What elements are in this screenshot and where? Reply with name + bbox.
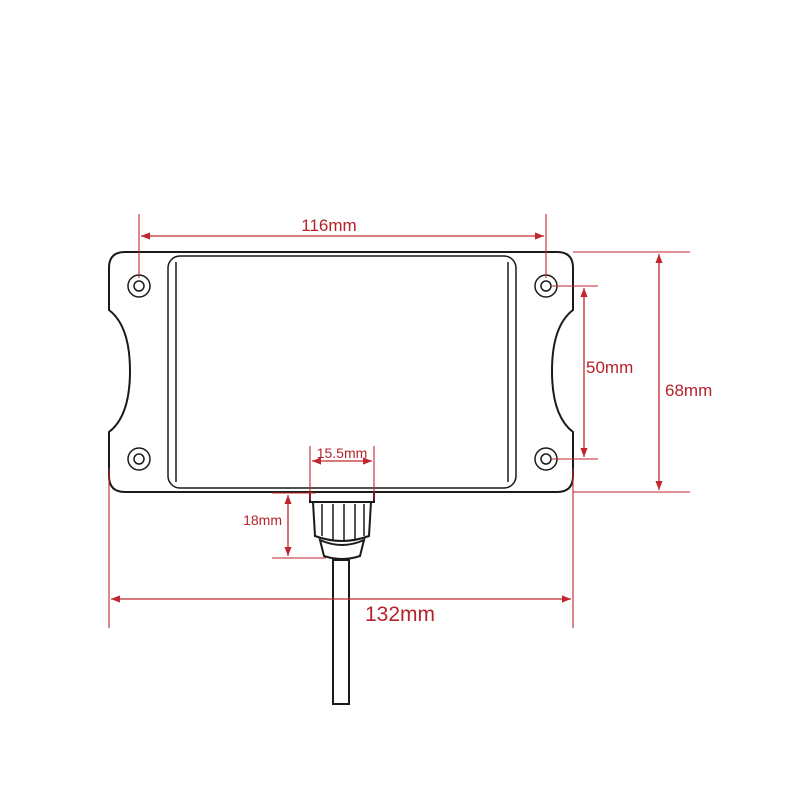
enclosure-outline — [108, 251, 574, 493]
dimension-68mm-label: 68mm — [665, 381, 712, 400]
dimension-116mm: 116mm — [138, 214, 547, 278]
cable-gland — [309, 491, 375, 560]
cable — [332, 559, 350, 705]
dimension-50mm: 50mm — [552, 285, 633, 460]
dimension-132mm-label: 132mm — [365, 603, 435, 626]
dimension-18mm: 18mm — [243, 492, 326, 559]
dimension-68mm: 68mm — [573, 251, 712, 493]
dimension-50mm-label: 50mm — [586, 358, 633, 377]
dimension-132mm: 132mm — [108, 468, 574, 628]
mount-hole-bottom-left — [127, 447, 151, 471]
dimension-15-5mm-label: 15.5mm — [317, 445, 368, 461]
dimension-116mm-label: 116mm — [301, 216, 356, 235]
dimension-15-5mm: 15.5mm — [309, 445, 375, 500]
dimension-18mm-label: 18mm — [243, 512, 282, 528]
lid-panel — [167, 255, 517, 489]
